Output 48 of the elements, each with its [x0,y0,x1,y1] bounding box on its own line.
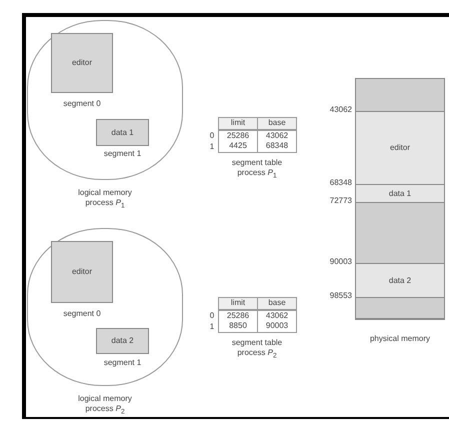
memory-column [355,78,445,320]
segment-name: editor [72,58,92,68]
segment-label: segment 0 [62,99,102,109]
segment-label: segment 1 [102,358,142,368]
segment-label: segment 1 [102,149,142,159]
segment-name: data 1 [388,188,412,198]
table-header-cell: base [257,117,297,130]
address-label: 43062 [328,105,352,115]
table-caption: segment table process P$_{1}$ [230,158,284,182]
memory-segment [356,112,444,185]
segment-name: data 2 [388,276,412,286]
row-index: 1 [208,142,216,152]
table-cell: 43062 [257,310,297,322]
segment-box [51,241,113,303]
table-cell: 4425 [218,141,258,153]
segment-name: editor [72,267,92,277]
free-memory-block [356,203,444,264]
logical-memory-outline [27,20,183,180]
segment-name: data 1 [111,128,134,138]
row-index: 0 [208,311,216,321]
address-label: 72773 [328,196,352,206]
memory-label: physical memory [368,334,431,344]
segment-name: data 2 [111,336,134,346]
memory-label: logical memory process P$_{1}$ [77,188,133,212]
table-cell: 43062 [257,130,297,142]
segment-box [51,33,113,93]
table-cell: 8850 [218,321,258,333]
address-label: 68348 [328,178,352,188]
logical-memory-outline [27,228,183,386]
table-header-cell: limit [218,117,258,130]
segment-box [96,119,149,146]
table-cell: 90003 [257,321,297,333]
table-header-cell: base [257,297,297,310]
address-label: 98553 [328,291,352,301]
memory-label: logical memory process P$_{2}$ [77,394,133,418]
table-caption: segment table process P$_{2}$ [230,338,284,362]
row-index: 0 [208,131,216,141]
free-memory-block [356,79,444,112]
memory-segment [356,185,444,203]
table-header-cell: limit [218,297,258,310]
memory-segment [356,264,444,298]
address-label: 90003 [328,257,352,267]
table-cell: 68348 [257,141,297,153]
segment-box [96,328,149,354]
free-memory-block [356,298,444,319]
segment-label: segment 0 [62,309,102,319]
row-index: 1 [208,322,216,332]
segment-name: editor [390,143,410,153]
